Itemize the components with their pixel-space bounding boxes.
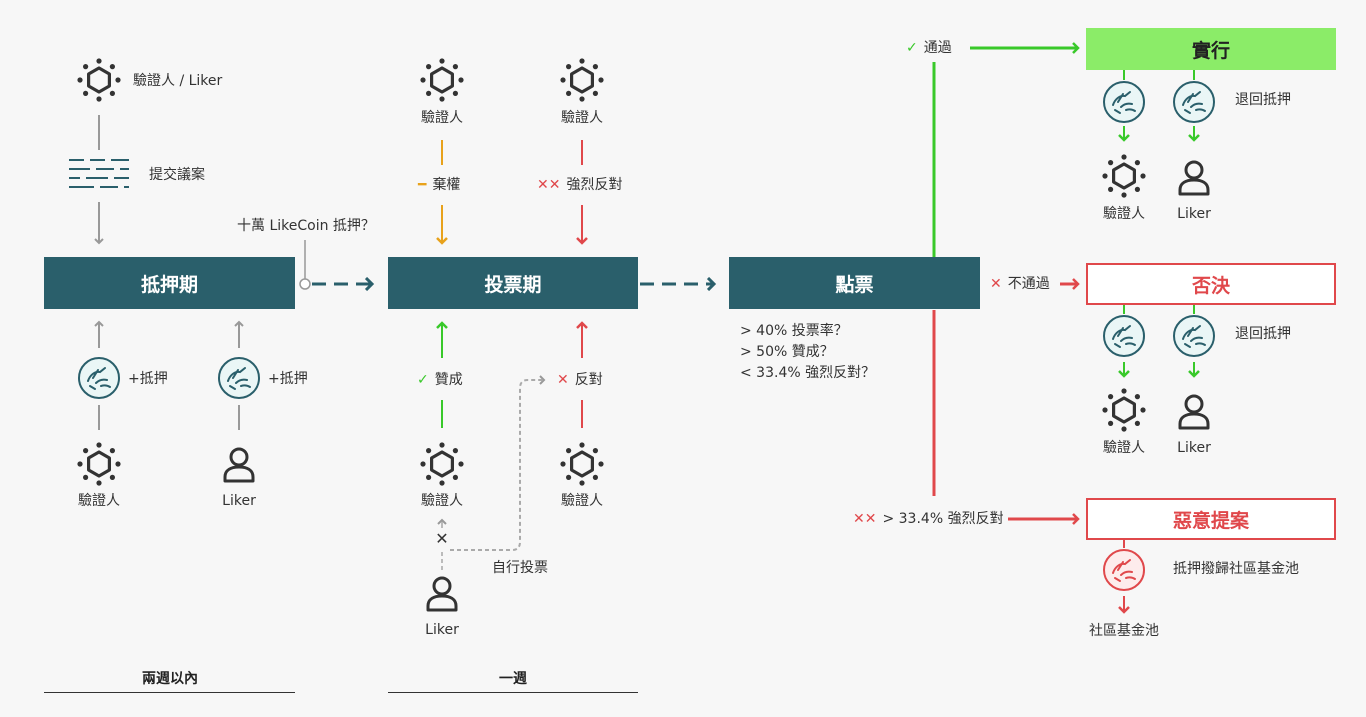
- stake1-label: +抵押: [128, 371, 168, 387]
- voting-phase-box: 投票期: [388, 257, 638, 309]
- pass-label: 通過: [923, 40, 952, 56]
- validator-label: 驗證人: [561, 493, 603, 509]
- stake-coin-red-icon: [1103, 549, 1145, 591]
- staking-duration-label: 兩週以內: [142, 671, 198, 687]
- fail-outcome-box: 否決: [1086, 263, 1336, 305]
- validator-icon: [1102, 154, 1146, 198]
- no-option: ✕ 反對: [557, 371, 603, 389]
- abstain-dash-icon: ━: [418, 177, 427, 193]
- staking-timeline-bar: [44, 692, 295, 693]
- validator-label: 驗證人: [421, 110, 463, 126]
- validator-icon: [1102, 388, 1146, 432]
- stake-coin-icon: [1173, 315, 1215, 357]
- stake-coin-icon: [1103, 315, 1145, 357]
- validator-label: 驗證人: [561, 110, 603, 126]
- fail-refund-label: 退回抵押: [1235, 326, 1291, 342]
- stake-coin-icon: [1173, 81, 1215, 123]
- self-vote-label: 自行投票: [492, 560, 548, 576]
- double-cross-icon: ✕✕: [537, 177, 561, 193]
- override-cross-icon: ✕: [435, 529, 449, 548]
- stake2-label: +抵押: [268, 371, 308, 387]
- user-icon: [1178, 394, 1210, 430]
- validator-label: 驗證人: [421, 493, 463, 509]
- validator-icon: [420, 58, 464, 102]
- proposal-document-icon: [69, 159, 129, 188]
- criteria-turnout: > 40% 投票率？: [740, 323, 848, 339]
- liker-label: Liker: [425, 622, 459, 638]
- stake-coin-icon: [78, 357, 120, 399]
- yes-label: 贊成: [434, 372, 463, 388]
- self-vote-path: [450, 375, 546, 551]
- voting-phase-label: 投票期: [484, 273, 542, 296]
- counting-phase-box: 點票: [729, 257, 980, 309]
- deposit-node: [299, 278, 311, 290]
- voting-duration-label: 一週: [499, 671, 527, 687]
- staking-phase-box: 抵押期: [44, 257, 295, 309]
- voting-timeline-bar: [388, 692, 638, 693]
- fail-outcome-label: 否決: [1191, 274, 1230, 297]
- spam-burn-label: 抵押撥歸社區基金池: [1173, 561, 1299, 577]
- liker-label: Liker: [1177, 440, 1211, 456]
- fail-branch: ✕ 不通過: [990, 275, 1050, 293]
- check-icon: ✓: [906, 40, 918, 56]
- user-icon: [223, 447, 255, 483]
- veto-label: 強烈反對: [566, 177, 623, 193]
- proposer-label: 驗證人 / Liker: [133, 73, 223, 89]
- stake-coin-icon: [1103, 81, 1145, 123]
- liker-label: Liker: [222, 493, 256, 509]
- validator-label: 驗證人: [1103, 206, 1145, 222]
- spam-label: > 33.4% 強烈反對: [882, 511, 1004, 527]
- criteria-veto: < 33.4% 強烈反對？: [740, 365, 876, 381]
- no-label: 反對: [574, 372, 603, 388]
- stake-coin-icon: [218, 357, 260, 399]
- fail-label: 不通過: [1007, 276, 1050, 292]
- pass-outcome-label: 實行: [1191, 39, 1230, 62]
- cross-icon: ✕: [990, 276, 1002, 292]
- abstain-option: ━ 棄權: [418, 176, 460, 194]
- validator-icon: [77, 58, 121, 102]
- liker-label: Liker: [1177, 206, 1211, 222]
- user-icon: [426, 576, 458, 612]
- validator-icon: [560, 58, 604, 102]
- pass-outcome-box: 實行: [1086, 28, 1336, 70]
- pass-branch: ✓ 通過: [906, 39, 952, 57]
- validator-label: 驗證人: [78, 493, 120, 509]
- validator-label: 驗證人: [1103, 440, 1145, 456]
- spam-branch: ✕✕ > 33.4% 強烈反對: [853, 510, 1004, 528]
- deposit-question-label: 十萬 LikeCoin 抵押？: [237, 218, 375, 234]
- validator-icon: [560, 442, 604, 486]
- validator-icon: [77, 442, 121, 486]
- validator-icon: [420, 442, 464, 486]
- check-icon: ✓: [417, 372, 429, 388]
- double-cross-icon: ✕✕: [853, 511, 877, 527]
- criteria-approval: > 50% 贊成？: [740, 344, 834, 360]
- yes-option: ✓ 贊成: [417, 371, 463, 389]
- staking-phase-label: 抵押期: [140, 273, 198, 296]
- pass-refund-label: 退回抵押: [1235, 92, 1291, 108]
- community-pool-label: 社區基金池: [1089, 623, 1159, 639]
- spam-outcome-label: 惡意提案: [1172, 509, 1249, 532]
- abstain-label: 棄權: [432, 177, 461, 193]
- spam-outcome-box: 惡意提案: [1086, 498, 1336, 540]
- cross-icon: ✕: [557, 372, 569, 388]
- counting-phase-label: 點票: [835, 273, 874, 296]
- user-icon: [1178, 160, 1210, 196]
- veto-option: ✕✕ 強烈反對: [537, 176, 622, 194]
- submit-proposal-label: 提交議案: [149, 167, 205, 183]
